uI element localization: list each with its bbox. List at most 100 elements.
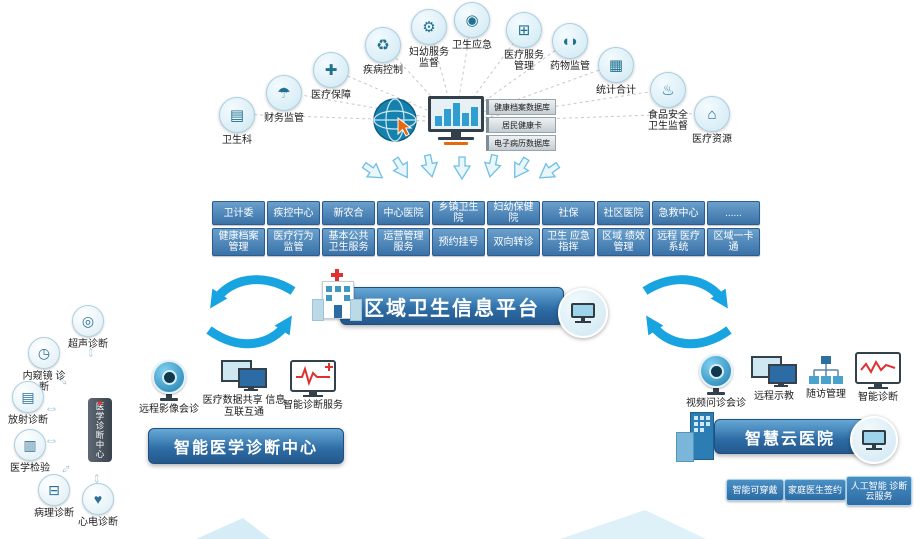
top-node-label: 医疗服务 管理	[504, 50, 544, 72]
diagnosis-hub-tower: 医学诊断中心	[88, 398, 112, 462]
webcam-icon	[123, 360, 215, 401]
org-button-cdc[interactable]: 疾控中心	[267, 201, 320, 225]
bar-chart-screen	[428, 96, 484, 132]
bottom-chevrons	[196, 510, 706, 539]
hospital-icon	[312, 269, 362, 323]
top-node-health-emergency: ◉ 卫生应急	[447, 2, 497, 51]
cloud-hospital-title: 智慧云医院	[744, 430, 835, 448]
org-button-more[interactable]: ......	[707, 201, 760, 225]
button-ai-cloud-service[interactable]: 人工智能 诊断云服务	[846, 476, 912, 506]
service-data-sharing: 医疗数据共享 信息互联互通	[198, 360, 290, 419]
org-button-maternal-child-hospital[interactable]: 妇幼保健院	[487, 201, 540, 225]
org-button-social-security[interactable]: 社保	[542, 201, 595, 225]
top-node-label: 食品安全 卫生监督	[648, 110, 688, 132]
power-led	[98, 401, 102, 405]
node-ecg-diagnosis: ♥ 心电诊断	[75, 483, 121, 528]
ledger-icon: ▤	[219, 97, 255, 133]
cycle-arrows-left	[206, 275, 296, 349]
top-node-label: 统计合计	[596, 85, 636, 96]
top-node-label: 疾病控制	[363, 65, 403, 76]
node-endoscopy-diagnosis: ◷ 内窥镜 诊断	[21, 337, 67, 393]
ecg-monitor-icon	[267, 360, 359, 397]
org-button-central-hospital[interactable]: 中心医院	[377, 201, 430, 225]
service-button-medical-behavior[interactable]: 医疗行为 监管	[267, 228, 320, 256]
database-box: 居民健康卡	[486, 117, 556, 133]
service-button-performance-mgmt[interactable]: 区域 绩效管理	[597, 228, 650, 256]
top-node-medical-service-management: ⊞ 医疗服务 管理	[499, 12, 549, 72]
node-medical-lab-test: ▥ 医学检验	[7, 429, 53, 474]
top-node-label: 卫生应急	[452, 40, 492, 51]
medkit-icon: ✚	[313, 52, 349, 88]
top-node-finance-supervision: ☂ 财务监管	[259, 75, 309, 124]
org-button-health-commission[interactable]: 卫计委	[212, 201, 265, 225]
diagnosis-center-banner: 智能医学诊断中心	[148, 428, 344, 464]
top-node-statistics: ▦ 统计合计	[591, 47, 641, 96]
dual-monitors-icon	[221, 360, 267, 392]
ultrasound-icon: ◎	[72, 305, 104, 337]
top-node-label: 医疗资源	[692, 134, 732, 145]
service-button-telemedicine[interactable]: 远程 医疗系统	[652, 228, 705, 256]
node-pathology-diagnosis: ⊟ 病理诊断	[31, 474, 77, 519]
webcam-icon	[671, 354, 761, 395]
organization-row: 卫计委 疾控中心 新农合 中心医院 乡镇卫生院 妇幼保健院 社保 社区医院 急救…	[212, 201, 760, 225]
ambulance-icon: ⊞	[506, 12, 542, 48]
service-followup-management: 随访管理	[786, 356, 866, 401]
dashboard-monitor-icon	[428, 96, 484, 145]
top-node-label: 财务监管	[264, 113, 304, 124]
pathology-icon: ⊟	[38, 474, 70, 506]
ecg-monitor-icon	[838, 352, 918, 389]
diagnosis-hub-label: 医学诊断中心	[95, 401, 105, 459]
org-button-rural-coop[interactable]: 新农合	[322, 201, 375, 225]
cloud-hospital-building-icon	[676, 412, 716, 462]
platform-title-banner: 区域卫生信息平台	[340, 287, 564, 325]
top-node-label: 药物监管	[550, 61, 590, 72]
cloud-monitor-icon	[850, 416, 898, 464]
service-button-health-records[interactable]: 健康档案 管理	[212, 228, 265, 256]
top-node-drug-supervision: ◖◗ 药物监管	[545, 23, 595, 72]
top-node-label: 医疗保障	[311, 90, 351, 101]
service-button-regional-card[interactable]: 区域一卡通	[707, 228, 760, 256]
org-chart-icon	[786, 356, 866, 386]
heart-ecg-icon: ♥	[82, 483, 114, 515]
top-node-health-dept: ▤ 卫生科	[212, 97, 262, 146]
node-ultrasound-diagnosis: ◎ 超声诊断	[65, 305, 111, 350]
service-remote-teaching: 远程示教	[731, 356, 817, 403]
org-button-community-hospital[interactable]: 社区医院	[597, 201, 650, 225]
org-button-emergency-center[interactable]: 急救中心	[652, 201, 705, 225]
button-smart-wearable[interactable]: 智能可穿戴	[726, 479, 784, 501]
service-button-appointment[interactable]: 预约挂号	[432, 228, 485, 256]
service-button-two-way-referral[interactable]: 双向转诊	[487, 228, 540, 256]
endoscope-icon: ◷	[28, 337, 60, 369]
platform-monitor-icon	[558, 288, 608, 338]
service-smart-diagnosis: 智能诊断服务	[267, 360, 359, 412]
service-button-emergency-command[interactable]: 卫生 应急指挥	[542, 228, 595, 256]
umbrella-icon: ☂	[266, 75, 302, 111]
food-safety-icon: ♨	[650, 72, 686, 108]
platform-title: 区域卫生信息平台	[364, 297, 540, 320]
node-radiology-diagnosis: ▤ 放射诊断	[5, 381, 51, 426]
database-stack: 健康档案数据库 居民健康卡 电子病历数据库	[486, 99, 556, 153]
fan-arrows	[358, 152, 564, 185]
cloud-hospital-banner: 智慧云医院	[714, 419, 866, 454]
recycle-cross-icon: ♻	[365, 27, 401, 63]
top-node-food-safety-supervision: ♨ 食品安全 卫生监督	[643, 72, 693, 132]
org-button-township-clinic[interactable]: 乡镇卫生院	[432, 201, 485, 225]
service-button-public-health[interactable]: 基本公共 卫生服务	[322, 228, 375, 256]
database-box: 健康档案数据库	[486, 99, 556, 115]
button-family-doctor[interactable]: 家庭医生签约	[784, 479, 846, 501]
top-node-label: 卫生科	[222, 135, 252, 146]
service-button-operation-mgmt[interactable]: 运营管理 服务	[377, 228, 430, 256]
lab-test-icon: ▥	[14, 429, 46, 461]
mouse-cursor-icon	[397, 116, 415, 144]
service-row: 健康档案 管理 医疗行为 监管 基本公共 卫生服务 运营管理 服务 预约挂号 双…	[212, 228, 760, 256]
double-arrow-icon: ⇔	[44, 432, 59, 449]
cycle-arrows-right	[642, 275, 732, 349]
pills-icon: ◖◗	[552, 23, 588, 59]
top-node-medical-resources: ⌂ 医疗资源	[687, 96, 737, 145]
top-node-disease-control: ♻ 疾病控制	[358, 27, 408, 76]
database-box: 电子病历数据库	[486, 135, 556, 151]
chart-doc-icon: ▦	[598, 47, 634, 83]
globe-icon: ◉	[454, 2, 490, 38]
